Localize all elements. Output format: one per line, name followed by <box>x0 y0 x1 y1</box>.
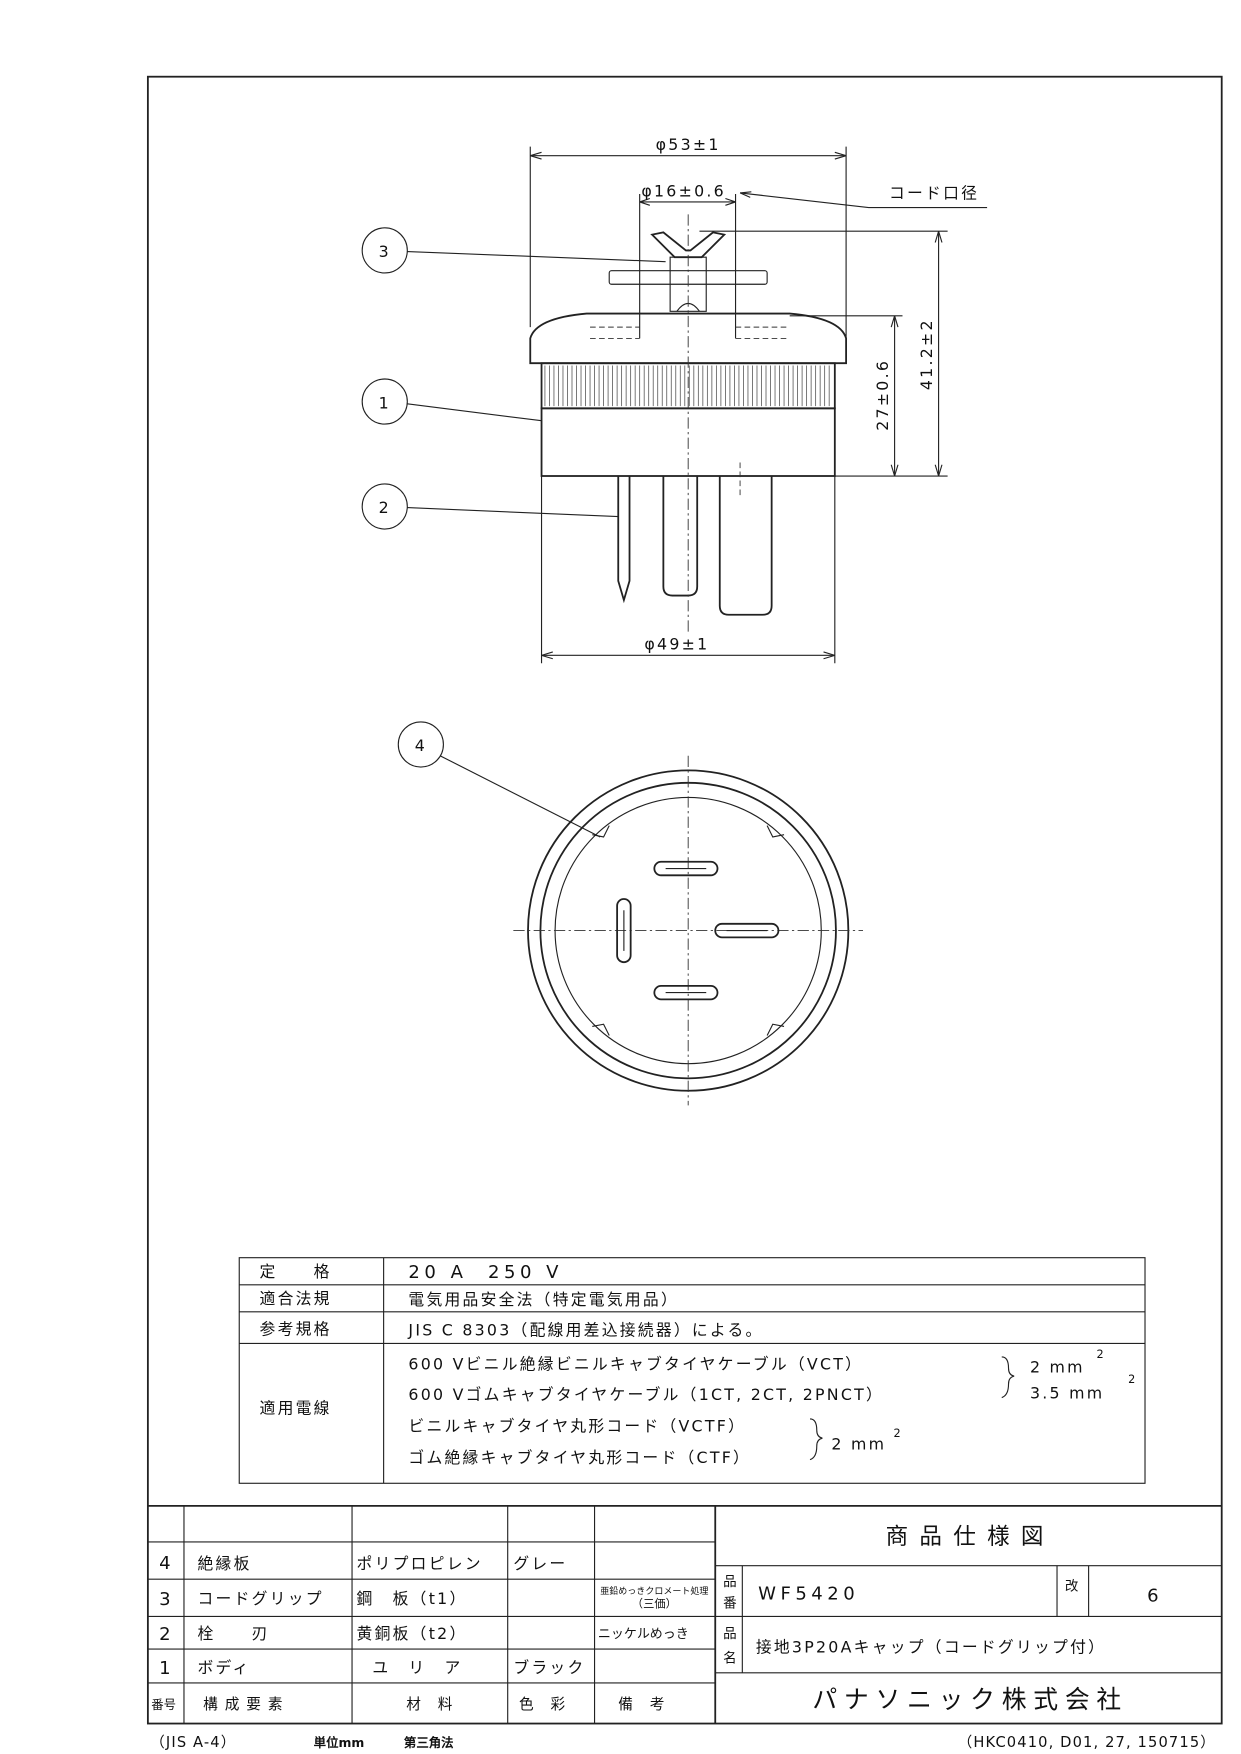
blade-pin <box>718 476 773 616</box>
callout-3: 3 <box>361 227 666 274</box>
svg-text:（三価）: （三価） <box>632 1597 677 1610</box>
svg-text:1: 1 <box>379 393 391 412</box>
wire-size: 2 mm <box>831 1434 886 1453</box>
dim-outer-diameter: φ53±1 <box>656 135 721 154</box>
callout-1: 1 <box>361 378 542 425</box>
spec-label-standard: 参考規格 <box>260 1319 332 1338</box>
parts-row-2: 2 栓 刃 黄銅板（t2） ニッケルめっき <box>159 1624 689 1645</box>
parts-row-1: 1 ボディ ユ リ ア ブラック <box>159 1658 585 1679</box>
spec-label-rating: 定 格 <box>260 1262 332 1281</box>
wire-size: 2 mm <box>1030 1358 1085 1377</box>
svg-text:2: 2 <box>893 1427 900 1440</box>
blade-pin <box>662 476 699 597</box>
svg-text:コードグリップ: コードグリップ <box>198 1589 324 1608</box>
product-name: 接地3P20Aキャップ（コードグリップ付） <box>756 1637 1106 1656</box>
svg-text:ボディ: ボディ <box>198 1658 251 1677</box>
parts-table: 4 絶縁板 ポリプロピレン グレー 3 コードグリップ 鋼 板（t1） 亜鉛めっ… <box>147 1504 1222 1724</box>
svg-text:第三角法: 第三角法 <box>404 1735 454 1750</box>
svg-text:ニッケルめっき: ニッケルめっき <box>598 1627 689 1642</box>
svg-text:3: 3 <box>379 242 391 261</box>
spec-table: 定 格 20 A 250 V 適合法規 電気用品安全法（特定電気用品） 参考規格… <box>238 1257 1146 1484</box>
svg-text:構 成 要 素: 構 成 要 素 <box>203 1696 284 1713</box>
svg-text:色 彩: 色 彩 <box>519 1696 566 1713</box>
svg-text:名: 名 <box>723 1651 737 1667</box>
svg-text:1: 1 <box>159 1658 175 1679</box>
company-name: パナソニック株式会社 <box>812 1685 1128 1714</box>
svg-text:品: 品 <box>723 1626 737 1642</box>
svg-text:品: 品 <box>723 1574 737 1590</box>
knurl-pattern <box>544 365 830 407</box>
svg-text:3: 3 <box>159 1589 175 1610</box>
side-view: φ53±1 φ16±0.6 コード口径 41.2±2 27±0.6 <box>529 135 988 664</box>
wire-size: 3.5 mm <box>1030 1384 1104 1403</box>
footer: （JIS A-4） 単位mm 第三角法 （HKC0410, D01, 27, 1… <box>150 1734 1217 1751</box>
dim-body-height: 27±0.6 <box>873 359 892 431</box>
callout-2: 2 <box>361 483 619 530</box>
svg-text:単位mm: 単位mm <box>314 1735 365 1750</box>
pin-slot <box>653 860 719 877</box>
pin-slot <box>714 922 780 939</box>
spec-value-law: 電気用品安全法（特定電気用品） <box>408 1290 679 1309</box>
part-number: WF5420 <box>758 1583 859 1604</box>
svg-text:改: 改 <box>1065 1578 1079 1594</box>
wire-item: 600 Vビニル絶縁ビニルキャブタイヤケーブル（VCT） <box>408 1354 863 1373</box>
cord-opening-label: コード口径 <box>889 184 979 203</box>
document-title: 商品仕様図 <box>886 1524 1055 1550</box>
parts-header: 番号 構 成 要 素 材 料 色 彩 備 考 <box>151 1696 665 1713</box>
sheet-frame <box>146 75 1223 1725</box>
dim-total-height: 41.2±2 <box>917 318 936 390</box>
bottom-view <box>513 755 864 1106</box>
dim-body-diameter: φ49±1 <box>644 635 709 654</box>
svg-text:4: 4 <box>159 1553 175 1574</box>
svg-text:2: 2 <box>1128 1373 1135 1386</box>
wire-item: ビニルキャブタイヤ丸形コード（VCTF） <box>408 1416 746 1435</box>
dim-cord-diameter: φ16±0.6 <box>641 181 726 200</box>
svg-text:鋼 板（t1）: 鋼 板（t1） <box>357 1589 468 1608</box>
svg-text:（HKC0410, D01, 27, 150715）: （HKC0410, D01, 27, 150715） <box>958 1734 1217 1751</box>
revision: 6 <box>1147 1586 1163 1607</box>
svg-text:備 考: 備 考 <box>618 1696 665 1713</box>
pin-slot <box>653 984 719 1001</box>
parts-row-4: 4 絶縁板 ポリプロピレン グレー <box>159 1553 567 1574</box>
svg-text:ポリプロピレン: ポリプロピレン <box>357 1554 483 1573</box>
svg-text:栓 刃: 栓 刃 <box>198 1624 270 1643</box>
svg-text:4: 4 <box>415 736 427 755</box>
svg-text:材 料: 材 料 <box>406 1696 453 1713</box>
svg-text:黄銅板（t2）: 黄銅板（t2） <box>357 1624 468 1643</box>
svg-text:2: 2 <box>379 498 391 517</box>
svg-text:2: 2 <box>159 1624 175 1645</box>
svg-text:番: 番 <box>723 1595 737 1611</box>
wire-item: 600 Vゴムキャブタイヤケーブル（1CT, 2CT, 2PNCT） <box>408 1385 884 1404</box>
title-block: 商品仕様図 品 番 WF5420 改 6 品 名 接地3P20Aキャップ（コード… <box>715 1524 1222 1714</box>
svg-text:グレー: グレー <box>513 1554 567 1573</box>
svg-text:（JIS A-4）: （JIS A-4） <box>150 1734 236 1751</box>
svg-text:亜鉛めっきクロメート処理: 亜鉛めっきクロメート処理 <box>600 1585 708 1597</box>
spec-value-rating: 20 A 250 V <box>408 1262 563 1283</box>
parts-row-3: 3 コードグリップ 鋼 板（t1） 亜鉛めっきクロメート処理 （三価） <box>159 1585 708 1611</box>
spec-label-wires: 適用電線 <box>260 1398 332 1417</box>
spec-label-law: 適合法規 <box>260 1289 332 1308</box>
svg-text:2: 2 <box>1097 1348 1104 1361</box>
svg-text:絶縁板: 絶縁板 <box>198 1554 252 1573</box>
spec-value-standard: JIS C 8303（配線用差込接続器）による。 <box>407 1321 763 1340</box>
callout-4: 4 <box>397 721 601 838</box>
ground-pin <box>617 476 631 604</box>
svg-text:ユ リ ア: ユ リ ア <box>372 1658 462 1677</box>
svg-text:ブラック: ブラック <box>513 1658 585 1677</box>
wire-item: ゴム絶縁キャブタイヤ丸形コード（CTF） <box>408 1448 751 1467</box>
pin-slot <box>616 898 632 964</box>
svg-text:番号: 番号 <box>151 1697 176 1712</box>
